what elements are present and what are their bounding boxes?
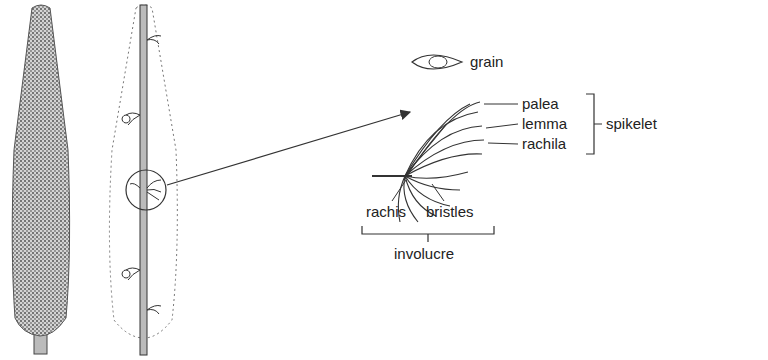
part-label: palea [522,95,559,112]
group-label: spikelet [606,115,657,132]
brackets [362,94,602,242]
leader-lines [392,104,518,201]
part-label: lemma [522,115,567,132]
part-label: grain [470,53,503,70]
part-label: rachila [522,135,566,152]
spike-outline [109,5,410,355]
part-label: bristles [426,203,474,220]
group-label: involucre [394,245,454,262]
part-label: rachis [366,203,406,220]
grain-drawing [412,55,462,69]
spike-head [12,5,69,354]
